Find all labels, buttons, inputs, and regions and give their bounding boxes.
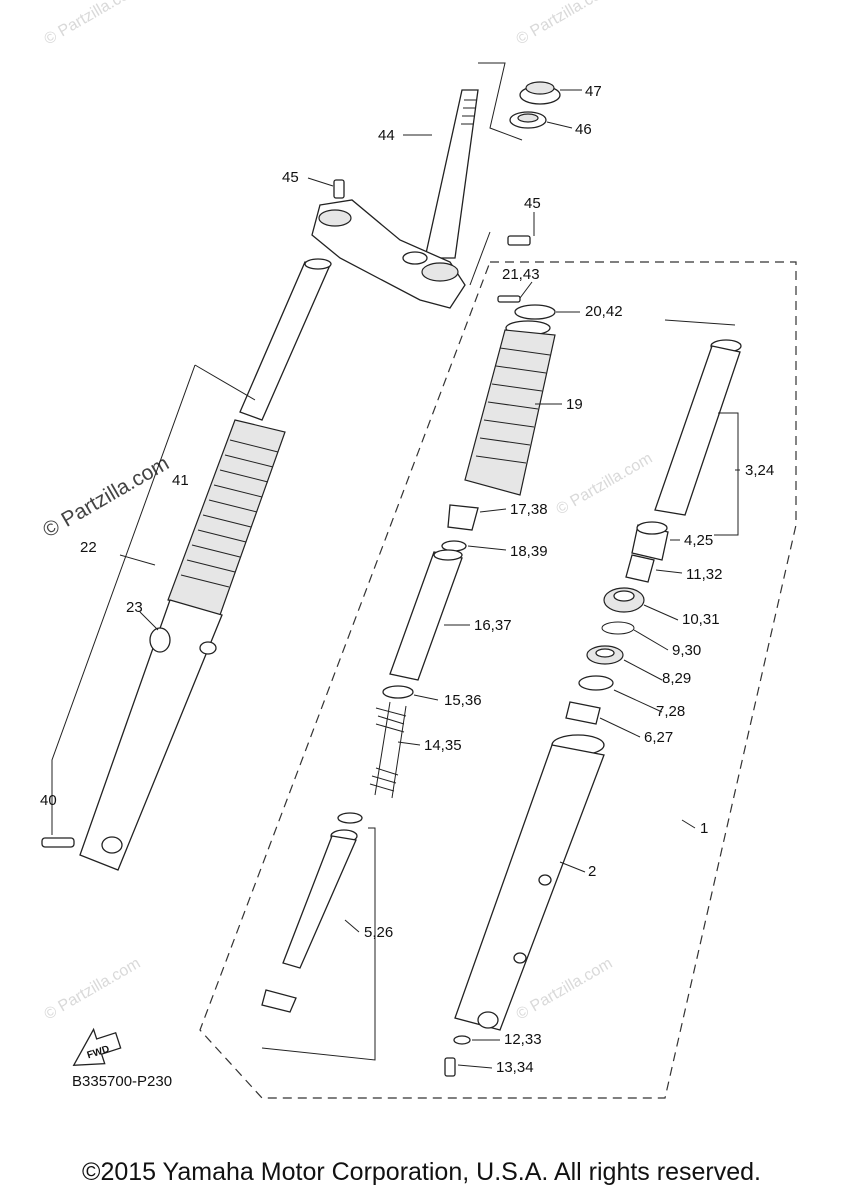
bolt-17-38	[447, 504, 479, 531]
bushing-4-25	[631, 521, 669, 561]
fork-left-leader	[51, 364, 256, 835]
clip-9-30	[601, 621, 635, 635]
callout-21-43: 21,43	[502, 266, 540, 283]
callout-1: 1	[700, 820, 708, 837]
damper-rod-5-26	[261, 829, 358, 1013]
bolt-45-right	[507, 235, 531, 246]
callout-4-25: 4,25	[684, 532, 713, 549]
callout-23: 23	[126, 599, 143, 616]
seal-10-31	[603, 587, 645, 613]
inner-tube-3-24	[654, 339, 742, 516]
watermark-mid-right: © Partzilla.com	[554, 450, 656, 519]
callout-8-29: 8,29	[662, 670, 691, 687]
rod-bracket-line	[261, 827, 376, 1061]
boot-19	[464, 320, 556, 496]
exploded-parts-diagram: © Partzilla.com © Partzilla.com © Partzi…	[39, 0, 797, 1099]
callout-20-42: 20,42	[585, 303, 623, 320]
washer-7-28	[578, 675, 614, 691]
callout-45-left: 45	[282, 169, 299, 186]
bolt-45-right-line	[469, 231, 491, 286]
callout-22: 22	[80, 539, 97, 556]
tube-bracket-line	[664, 319, 739, 536]
clip-5-26	[337, 812, 363, 824]
screw-21-43	[497, 295, 521, 303]
leader-lines	[119, 89, 740, 1069]
pipe-16-37	[389, 549, 463, 681]
steering-stem	[424, 89, 479, 259]
bushing-6-27	[565, 701, 601, 725]
under-bracket	[311, 199, 466, 309]
watermark-top-left: © Partzilla.com	[42, 0, 144, 48]
callout-5-26: 5,26	[364, 924, 393, 941]
callout-17-38: 17,38	[510, 501, 548, 518]
bolt-13-34	[444, 1057, 456, 1077]
watermark-partzilla: © Partzilla.com	[39, 452, 173, 543]
callout-2: 2	[588, 863, 596, 880]
callout-10-31: 10,31	[682, 611, 720, 628]
callout-18-39: 18,39	[510, 543, 548, 560]
callout-45-right: 45	[524, 195, 541, 212]
callout-3-24: 3,24	[745, 462, 774, 479]
bolt-40	[41, 837, 75, 848]
assembly-outline	[199, 261, 797, 1099]
callout-9-30: 9,30	[672, 642, 701, 659]
stem-bracket-lines	[478, 62, 523, 141]
fwd-arrow-icon: FWD	[72, 1027, 122, 1067]
assembled-fork-left	[79, 258, 332, 871]
callout-15-36: 15,36	[444, 692, 482, 709]
washer-15-36	[382, 685, 414, 699]
callout-6-27: 6,27	[644, 729, 673, 746]
callout-7-28: 7,28	[656, 703, 685, 720]
diagram-code: B335700-P230	[72, 1073, 172, 1090]
copyright-footer: ©2015 Yamaha Motor Corporation, U.S.A. A…	[82, 1158, 761, 1186]
gasket-12-33	[453, 1035, 471, 1045]
callout-12-33: 12,33	[504, 1031, 542, 1048]
seal-8-29	[586, 645, 624, 665]
clamp-20-42	[514, 304, 556, 320]
bolt-45-left	[333, 179, 345, 199]
callout-44: 44	[378, 127, 395, 144]
callout-14-35: 14,35	[424, 737, 462, 754]
bushing-11-32	[625, 554, 655, 583]
race-46	[509, 111, 547, 129]
outer-tube-2	[454, 734, 605, 1031]
callout-47: 47	[585, 83, 602, 100]
callout-41: 41	[172, 472, 189, 489]
callout-16-37: 16,37	[474, 617, 512, 634]
watermark-bottom-right: © Partzilla.com	[514, 955, 616, 1024]
callout-11-32: 11,32	[686, 566, 722, 583]
watermark-bottom-left: © Partzilla.com	[42, 955, 144, 1024]
bearing-47	[519, 81, 561, 105]
callout-19: 19	[566, 396, 583, 413]
callout-13-34: 13,34	[496, 1059, 534, 1076]
watermark-top-right: © Partzilla.com	[514, 0, 616, 48]
spring-14-35	[369, 701, 407, 799]
callout-46: 46	[575, 121, 592, 138]
callout-40: 40	[40, 792, 57, 809]
